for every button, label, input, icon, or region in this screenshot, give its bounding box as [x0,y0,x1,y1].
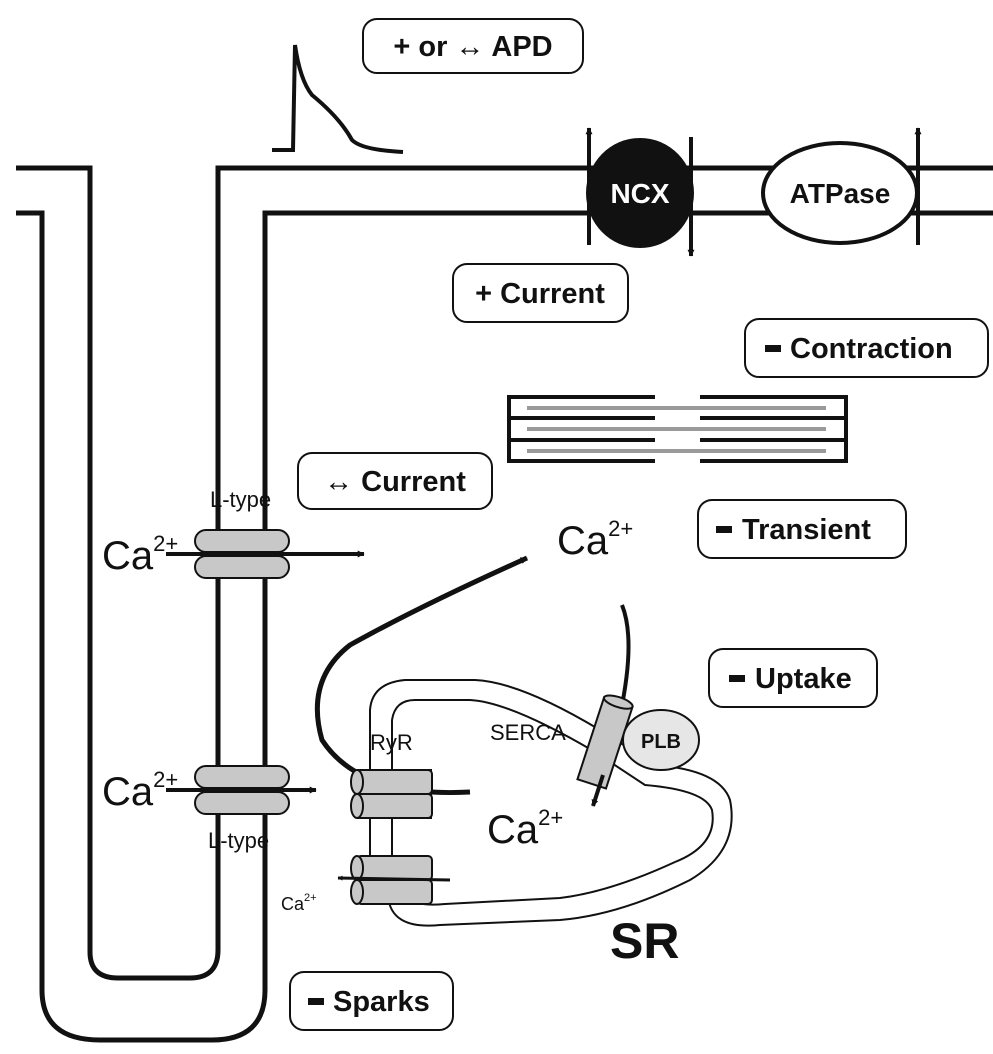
uptake-box: Uptake [708,648,878,708]
apd-label-box: + or ↔ APD [362,18,584,74]
serca-label: SERCA [490,720,566,745]
ltype-top-label: L-type [210,487,271,512]
transient-box: Transient [697,499,907,559]
spark-calcium-label: Ca2+ [281,892,317,914]
sparks-label: Sparks [333,986,430,1018]
contraction-box: Contraction [744,318,989,378]
serca-pump: SERCA [490,604,634,807]
sparks-box: Sparks [289,971,454,1031]
ca-charge-label: 2+ [153,767,178,792]
ncx-current-label: + Current [475,278,605,310]
phospholamban: PLB [622,709,700,771]
minus-icon [716,526,732,533]
myofilament-bundle [507,395,848,463]
ncx-current-box: + Current [452,263,629,323]
ca-charge-label: 2+ [153,531,178,556]
t-tubule-membrane [16,165,993,1043]
apd-label: + or ↔ APD [393,31,552,63]
ltype-current-label: ↔ Current [324,466,466,498]
ryr-channel: RyR Ca2+ [281,730,451,914]
cytosolic-calcium-label: Ca2+ [557,516,633,563]
atpase-label: ATPase [790,178,891,209]
ncx-label: NCX [610,178,669,209]
atpase-pump: ATPase [761,127,922,245]
sr-calcium-label: Ca2+ [487,805,563,852]
calcium-release-arrow [314,555,529,796]
sr-label: SR [610,913,679,969]
ca-ion-label: Ca [102,534,154,578]
minus-icon [729,675,745,682]
ltype-channel-top: L-type Ca2+ [102,487,365,579]
svg-text:Ca2+: Ca2+ [102,531,178,578]
transient-label: Transient [742,514,871,546]
svg-text:Ca2+: Ca2+ [102,767,178,814]
minus-icon [765,345,781,352]
ca-ion-label: Ca [102,770,154,814]
sarcoplasmic-reticulum [369,679,733,927]
ltype-channel-bottom: Ca2+ L-type [102,765,317,853]
ryr-label: RyR [370,730,413,755]
minus-icon [308,998,324,1005]
ltype-current-box: ↔ Current [297,452,493,510]
uptake-label: Uptake [755,663,852,695]
ncx-exchanger: NCX [585,127,695,257]
ltype-bottom-label: L-type [208,828,269,853]
action-potential-trace [272,44,404,154]
contraction-label: Contraction [790,333,953,365]
plb-label: PLB [641,731,681,753]
